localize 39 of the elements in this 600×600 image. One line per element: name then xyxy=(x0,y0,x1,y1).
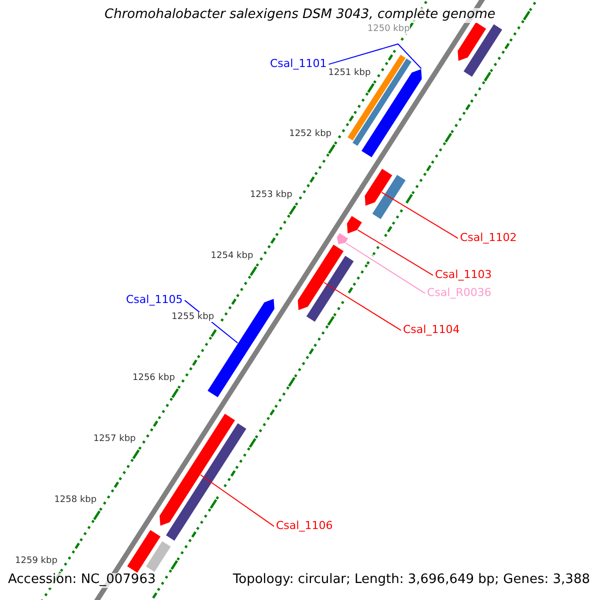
gene-label: Csal_R0036 xyxy=(427,287,492,300)
gene-label: Csal_1102 xyxy=(460,232,517,245)
scale-label: 1255 kbp xyxy=(172,312,214,322)
leader-line xyxy=(345,242,426,294)
scale-label: 1256 kbp xyxy=(132,373,175,384)
scale-label: 1258 kbp xyxy=(54,495,97,506)
scale-label: 1257 kbp xyxy=(93,434,136,444)
gene-band xyxy=(306,256,354,322)
gene-feature xyxy=(336,233,348,244)
gene-band xyxy=(166,423,246,541)
gene-band xyxy=(127,530,160,573)
gene-label: Csal_1106 xyxy=(276,520,333,533)
leader-line xyxy=(357,229,434,276)
scale-label: 1253 kbp xyxy=(250,190,292,200)
gene-feature xyxy=(160,414,235,526)
gene-label: Csal_1105 xyxy=(126,294,183,307)
scale-label: 1259 kbp xyxy=(15,556,58,567)
scale-label: 1251 kbp xyxy=(328,68,371,78)
gene-feature xyxy=(364,168,392,206)
accession-text: Accession: NC_007963 xyxy=(8,573,156,588)
genome-info-text: Topology: circular; Length: 3,696,649 bp; Genes: 3,388 xyxy=(232,573,590,588)
scale-label: 1254 kbp xyxy=(210,251,254,262)
gene-label: Csal_1104 xyxy=(403,324,460,337)
gene-label: Csal_1101 xyxy=(270,58,327,71)
gene-band xyxy=(372,174,406,220)
gene-label: Csal_1103 xyxy=(435,269,492,282)
leader-line xyxy=(381,192,458,239)
gene-feature xyxy=(458,22,486,61)
gene-band xyxy=(146,541,171,572)
scale-label: 1252 kbp xyxy=(289,128,332,140)
gene-band xyxy=(352,58,412,146)
gene-feature xyxy=(347,216,362,234)
gene-feature xyxy=(298,244,344,310)
leader-line xyxy=(324,282,402,331)
leader-line xyxy=(328,43,422,70)
scale-label: 1250 kbp xyxy=(367,24,410,34)
title: Chromohalobacter salexigens DSM 3043, complete genome xyxy=(104,8,496,23)
leader-line xyxy=(200,474,274,527)
gene-band xyxy=(464,24,502,77)
